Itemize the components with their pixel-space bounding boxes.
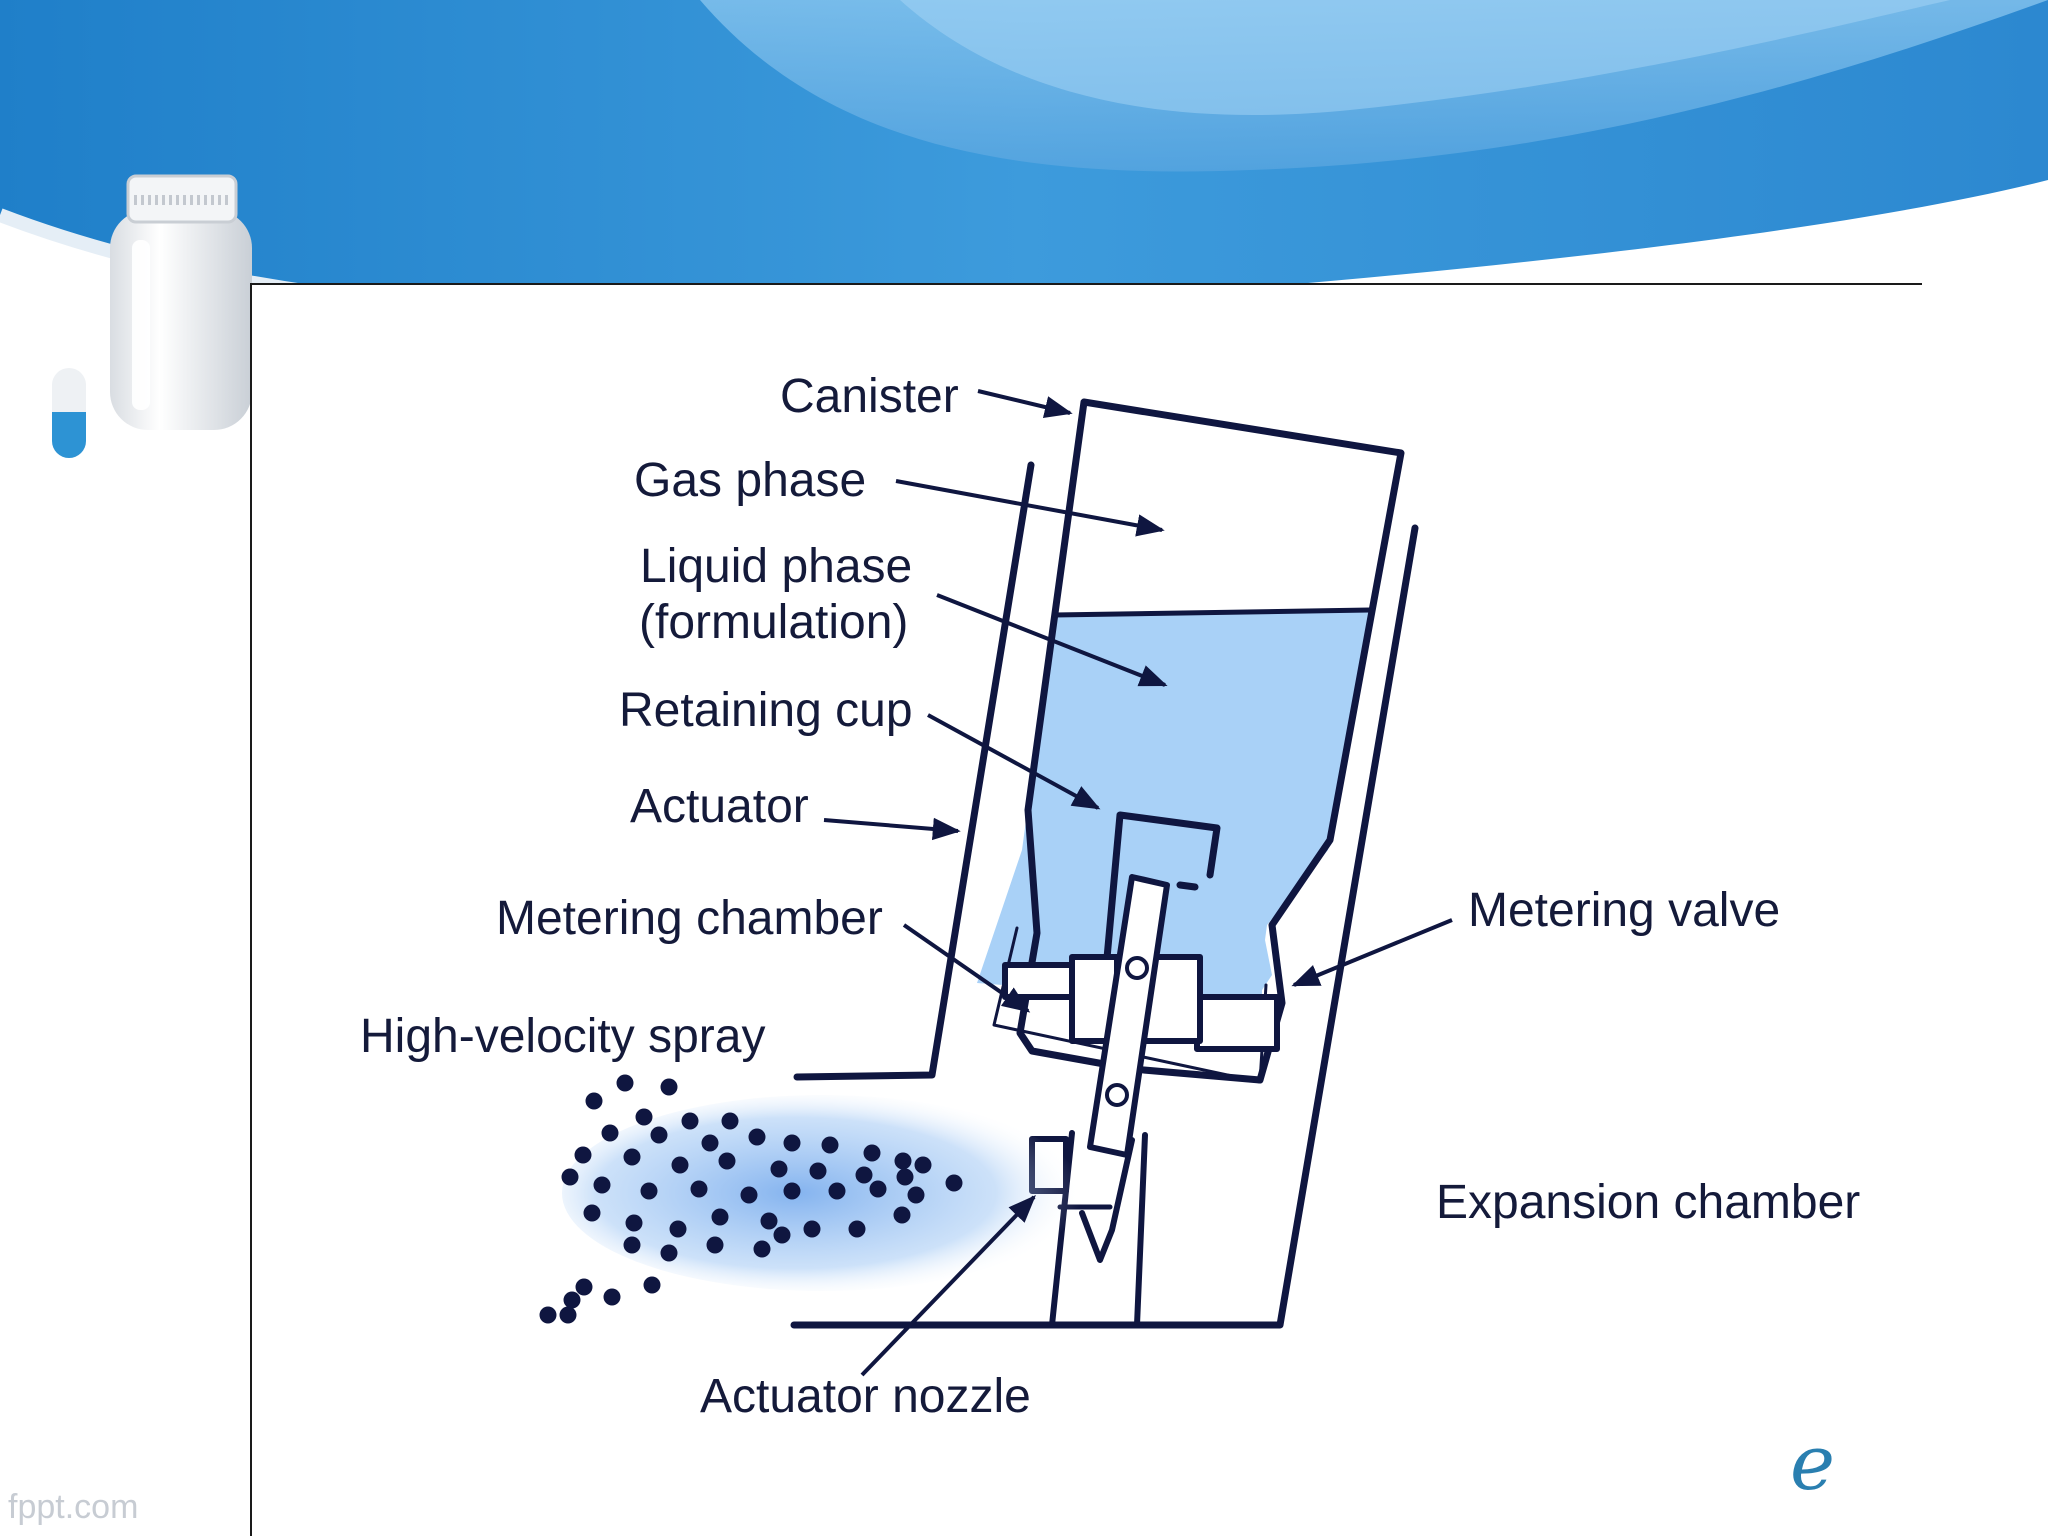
spray-droplet — [809, 1162, 827, 1180]
label-expansion-chamber: Expansion chamber — [1436, 1176, 1861, 1229]
label-retaining-cup: Retaining cup — [619, 684, 913, 737]
spray-droplet — [616, 1074, 634, 1092]
spray-droplet — [660, 1078, 678, 1096]
spray-droplet — [681, 1112, 699, 1130]
liquid-phase-arrow — [936, 593, 1168, 687]
spray-glow — [562, 1095, 1082, 1291]
spray-droplet — [783, 1182, 801, 1200]
spray-droplet — [660, 1244, 678, 1262]
spray-droplet — [563, 1291, 581, 1309]
spray-droplet — [601, 1124, 619, 1142]
label-actuator: Actuator — [630, 780, 809, 833]
mdi-diagram — [539, 389, 1453, 1377]
spray-droplet — [583, 1204, 601, 1222]
spray-droplet — [783, 1134, 801, 1152]
spray-droplet — [896, 1168, 914, 1186]
spray-droplet — [848, 1220, 866, 1238]
spray-droplet — [753, 1240, 771, 1258]
spray-droplet — [718, 1152, 736, 1170]
spray-droplet — [945, 1174, 963, 1192]
spray-droplet — [803, 1220, 821, 1238]
spray-droplet — [894, 1152, 912, 1170]
spray-droplets — [539, 1074, 963, 1324]
metering-valve-arrow — [1291, 918, 1453, 987]
canister-arrow — [977, 389, 1073, 419]
label-actuator-nozzle: Actuator nozzle — [700, 1370, 1031, 1423]
spray-droplet — [893, 1206, 911, 1224]
actuator-right-wall — [790, 524, 1419, 1329]
label-liquid-phase: Liquid phase — [640, 540, 913, 593]
spray-droplet — [907, 1186, 925, 1204]
label-metering-valve: Metering valve — [1468, 884, 1781, 937]
spray-droplet — [623, 1148, 641, 1166]
nozzle-tip — [1079, 1137, 1135, 1263]
gas-phase-arrow — [895, 479, 1165, 537]
spray-droplet — [574, 1146, 592, 1164]
label-metering-chamber: Metering chamber — [496, 892, 883, 945]
spray-droplet — [773, 1226, 791, 1244]
canister-outline — [1016, 398, 1405, 1084]
spray-droplet — [863, 1144, 881, 1162]
spray-droplet — [585, 1092, 603, 1110]
actuator-arrow — [823, 817, 961, 841]
spray-droplet — [593, 1176, 611, 1194]
spray-droplet — [623, 1236, 641, 1254]
spray-droplet — [748, 1128, 766, 1146]
publisher-logo: e — [1790, 1418, 1835, 1507]
label-formulation: (formulation) — [639, 596, 909, 649]
actuator-left-wall — [793, 461, 1035, 1081]
spray-droplet — [690, 1180, 708, 1198]
spray-droplet — [625, 1214, 643, 1232]
actuator-nozzle-arrow — [860, 1194, 1036, 1377]
spray-droplet — [914, 1156, 932, 1174]
metering-chamber-arrow — [902, 923, 1031, 1013]
retaining-cup — [1103, 811, 1221, 962]
spray-droplet — [635, 1108, 653, 1126]
spray-droplet — [539, 1306, 557, 1324]
spray-droplet — [669, 1220, 687, 1238]
spray-droplet — [869, 1180, 887, 1198]
spray-droplet — [770, 1160, 788, 1178]
spray-droplet — [701, 1134, 719, 1152]
spray-droplet — [855, 1166, 873, 1184]
liquid-surface — [1051, 607, 1373, 618]
spray-droplet — [760, 1212, 778, 1230]
spray-droplet — [671, 1156, 689, 1174]
spray-droplet — [643, 1276, 661, 1294]
spray-droplet — [559, 1306, 577, 1324]
label-canister: Canister — [780, 370, 959, 423]
footer-watermark: fppt.com — [8, 1488, 139, 1526]
retaining-cup-arrow — [927, 713, 1101, 810]
spray-droplet — [561, 1168, 579, 1186]
spray-droplet — [821, 1136, 839, 1154]
pill-bottle-icon — [110, 174, 252, 430]
spray-droplet — [721, 1112, 739, 1130]
spray-droplet — [740, 1186, 758, 1204]
spray-droplet — [828, 1182, 846, 1200]
label-high-velocity-spray: High-velocity spray — [360, 1010, 766, 1063]
spray-droplet — [711, 1208, 729, 1226]
diagram-panel: Canister Gas phase Liquid phase (formula… — [250, 283, 1922, 1536]
spray-droplet — [575, 1278, 593, 1296]
capsule-icon — [52, 368, 86, 458]
liquid-fill — [977, 610, 1370, 1005]
spray-droplet — [640, 1182, 658, 1200]
spray-droplet — [650, 1126, 668, 1144]
spray-droplet — [603, 1288, 621, 1306]
metering-chamber-right — [1194, 994, 1280, 1052]
spray-droplet — [706, 1236, 724, 1254]
label-gas-phase: Gas phase — [634, 454, 867, 507]
